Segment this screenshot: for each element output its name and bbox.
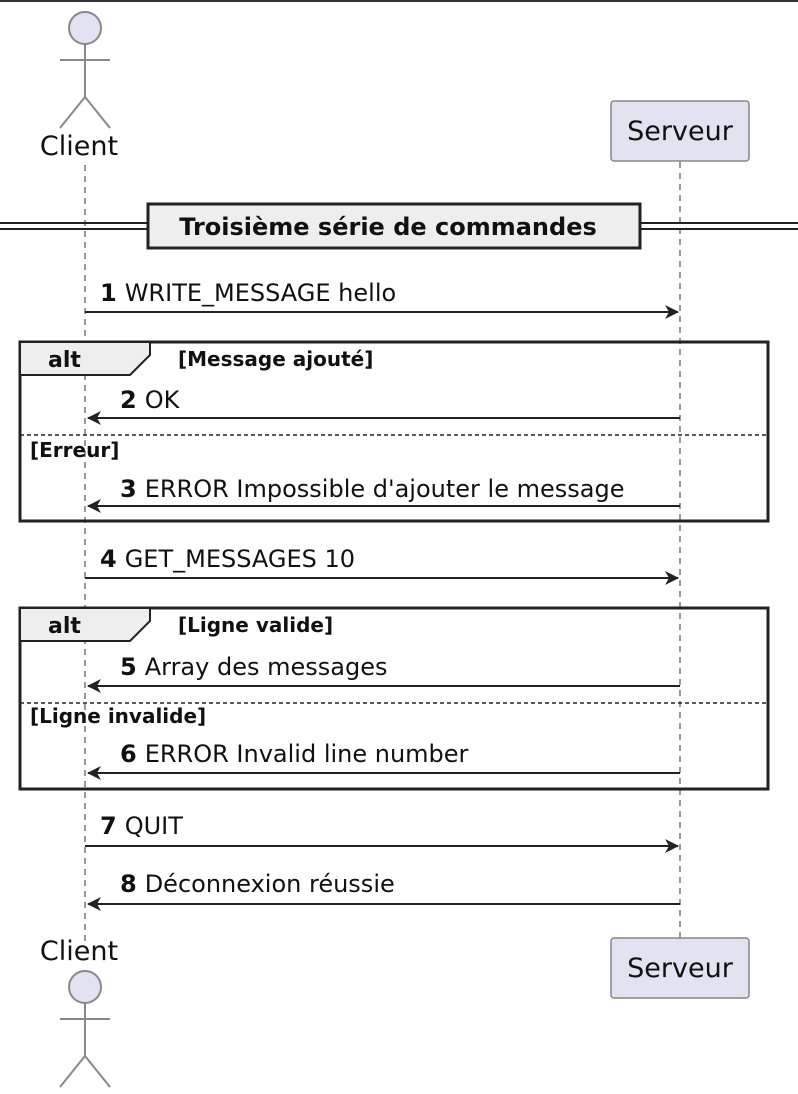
- client-label-top: Client: [40, 131, 118, 162]
- divider-title: Troisième série de commandes: [179, 213, 597, 241]
- alt-fragment-1: alt [Message ajouté] [Erreur]: [18, 340, 770, 523]
- else-guard: [Ligne invalide]: [30, 704, 206, 728]
- alt-guard: [Ligne valide]: [178, 613, 333, 637]
- actor-head-icon: [68, 970, 102, 1004]
- alt-keyword: alt: [48, 614, 81, 639]
- server-label-bottom: Serveur: [627, 953, 734, 984]
- else-guard: [Erreur]: [30, 438, 119, 462]
- server-participant-top: Serveur: [610, 100, 750, 162]
- alt-keyword: alt: [48, 348, 81, 373]
- actor-head-icon: [68, 11, 102, 45]
- client-actor-top: Client: [40, 11, 118, 162]
- client-label-bottom: Client: [40, 936, 118, 967]
- server-participant-bottom: Serveur: [610, 937, 750, 999]
- server-label-top: Serveur: [627, 116, 734, 147]
- alt-fragment-2: alt [Ligne valide] [Ligne invalide]: [18, 606, 770, 791]
- alt-guard: [Message ajouté]: [178, 347, 373, 371]
- client-actor-bottom: Client: [40, 936, 118, 1088]
- svg-text:2OK: 2OK: [120, 386, 181, 414]
- section-divider: Troisième série de commandes: [0, 202, 798, 250]
